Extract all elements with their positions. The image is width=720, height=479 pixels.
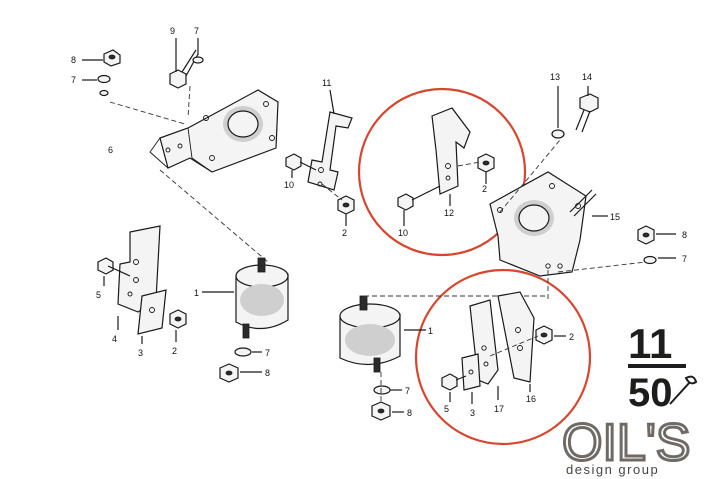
washer-13	[551, 129, 565, 139]
label-part-8-right: 8	[682, 230, 687, 240]
label-part-15: 15	[610, 212, 620, 222]
washer-7-right	[643, 255, 657, 265]
label-part-7-upper-left: 7	[71, 75, 76, 85]
label-part-12: 12	[444, 208, 454, 218]
label-part-11: 11	[322, 78, 331, 88]
label-part-7-top: 7	[194, 26, 199, 36]
label-part-3-right: 3	[470, 408, 475, 418]
label-part-9: 9	[170, 26, 175, 36]
logo-wrench-icon	[669, 375, 698, 405]
nut-2-upper-middle	[337, 195, 355, 215]
label-part-8-center-lower: 8	[407, 408, 412, 418]
washer-7-left-lower	[234, 347, 252, 357]
engine-mount-1-left	[235, 257, 289, 339]
label-part-7-left-lower: 7	[265, 348, 270, 358]
bracket-11	[307, 89, 353, 191]
bracket-15	[489, 171, 597, 277]
logo-divider	[628, 364, 686, 368]
plate-3-left	[137, 289, 167, 335]
label-part-1-center: 1	[428, 326, 433, 336]
logo-number-11: 11	[628, 320, 672, 367]
label-part-4: 4	[112, 334, 117, 344]
nut-8-center-lower	[371, 401, 391, 421]
nut-8-right	[637, 225, 655, 245]
highlight-circle-upper	[357, 87, 527, 257]
label-part-1-left: 1	[194, 288, 199, 298]
nut-2-lower-highlight	[535, 325, 553, 345]
bolt-9	[169, 49, 199, 89]
label-part-5-right: 5	[444, 404, 449, 414]
label-part-2-upper-middle: 2	[342, 228, 347, 238]
bolt-10-upper-middle	[285, 153, 317, 171]
logo-tagline: design group	[566, 462, 659, 477]
bolt-14	[575, 93, 599, 133]
bracket-12	[431, 107, 471, 195]
label-part-3-left: 3	[138, 348, 143, 358]
bracket-16	[497, 291, 535, 383]
label-part-8-left-lower: 8	[265, 368, 270, 378]
bolt-10-upper-highlight	[397, 185, 441, 211]
label-part-10-upper-highlight: 10	[398, 228, 408, 238]
engine-mount-1-center	[339, 295, 401, 373]
label-part-14: 14	[582, 72, 592, 82]
label-part-6: 6	[108, 145, 113, 155]
washer-7-upper-left	[97, 74, 111, 97]
label-part-2-lower-highlight: 2	[569, 332, 574, 342]
label-part-2-left: 2	[172, 346, 177, 356]
bracket-4	[117, 225, 161, 313]
bracket-6	[149, 89, 279, 173]
nut-8-left-lower	[219, 363, 239, 383]
label-part-7-right: 7	[682, 254, 687, 264]
bolt-5-left	[97, 257, 131, 277]
label-part-16: 16	[526, 394, 536, 404]
highlight-circle-lower	[414, 268, 592, 446]
label-part-8-upper-left: 8	[71, 55, 76, 65]
nut-8-upper-left	[103, 49, 121, 67]
label-part-5-left: 5	[96, 290, 101, 300]
nut-2-left	[169, 309, 187, 329]
oils-design-group-logo: 11 50 OIL'S design group	[561, 320, 698, 477]
nut-2-upper-highlight	[477, 153, 495, 173]
label-part-17: 17	[494, 404, 504, 414]
bolt-5-right	[441, 373, 467, 391]
plate-3-right	[461, 353, 481, 391]
logo-wordmark: OIL'S	[562, 414, 690, 472]
washer-7-center-lower	[373, 385, 391, 395]
washer-7-near-bolt-9	[192, 56, 204, 64]
label-part-13: 13	[550, 72, 560, 82]
label-part-7-center-lower: 7	[405, 386, 410, 396]
logo-number-50: 50	[628, 371, 673, 415]
label-part-2-upper-highlight: 2	[482, 184, 487, 194]
label-part-10-upper-middle: 10	[284, 180, 294, 190]
